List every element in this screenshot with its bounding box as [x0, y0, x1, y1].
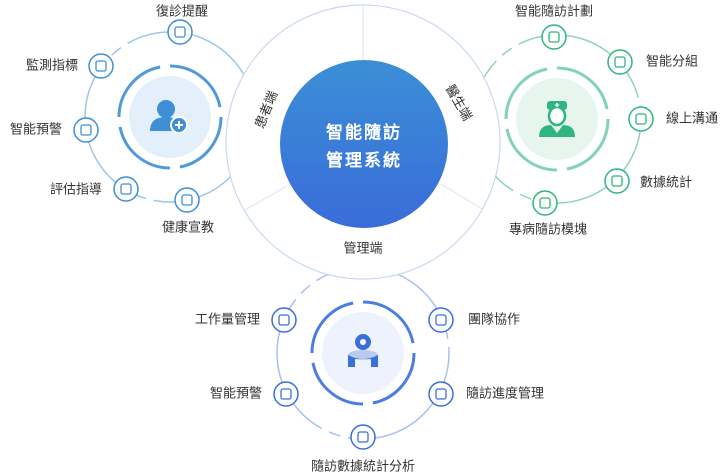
node-circle: [73, 117, 99, 143]
node-label: 健康宣教: [162, 220, 214, 236]
calendar-icon: [548, 31, 560, 43]
node-label: 復診提醒: [156, 4, 208, 20]
doctor-node[interactable]: 專病隨訪模塊: [509, 190, 587, 238]
node-label: 評估指導: [50, 183, 102, 198]
alert-circle-icon: [280, 388, 292, 400]
node-circle: [174, 187, 200, 213]
doctor-node[interactable]: 數據統計: [604, 168, 692, 194]
node-label: 隨訪進度管理: [466, 386, 544, 402]
doctor-node[interactable]: 智能分組: [607, 49, 698, 75]
center-title-line1: 智能隨訪: [326, 122, 402, 143]
edit-icon: [181, 194, 193, 206]
node-label: 專病隨訪模塊: [509, 222, 587, 238]
node-label: 隨訪數據統計分析: [311, 459, 415, 475]
patient-node[interactable]: 復診提醒: [156, 4, 208, 45]
center-circle: [280, 60, 448, 228]
shield-icon: [120, 183, 132, 195]
patient-node[interactable]: 評估指導: [50, 176, 139, 202]
node-label: 智能隨訪計劃: [515, 4, 593, 20]
node-circle: [628, 106, 654, 132]
doctor-node[interactable]: 智能隨訪計劃: [515, 4, 593, 50]
node-circle: [350, 424, 376, 450]
layers-icon: [614, 56, 626, 68]
admin-node[interactable]: 智能預警: [210, 381, 299, 407]
divider: [440, 183, 483, 210]
node-circle: [604, 168, 630, 194]
node-label: 線上溝通: [666, 111, 718, 127]
node-circle: [113, 176, 139, 202]
clipboard-icon: [539, 197, 551, 209]
bell-icon: [174, 26, 186, 38]
node-label: 監測指標: [26, 58, 78, 74]
inner-dashed-ring: [117, 64, 223, 170]
chat-icon: [635, 113, 647, 125]
node-circle: [607, 49, 633, 75]
divider: [244, 185, 288, 211]
doctor-node[interactable]: 線上溝通: [628, 106, 718, 132]
pie-chart-icon: [611, 175, 623, 187]
node-circle: [88, 53, 114, 79]
node-circle: [532, 190, 558, 216]
node-circle: [541, 24, 567, 50]
node-label: 智能預警: [210, 386, 262, 402]
node-circle: [428, 307, 454, 333]
node-circle: [167, 19, 193, 45]
node-label: 團隊協作: [468, 312, 520, 328]
center-title-line2: 管理系統: [326, 150, 402, 171]
patient-plus-icon: [150, 100, 188, 134]
gear-database-icon: [348, 334, 378, 367]
list-icon: [278, 314, 290, 326]
doctor-icon: [539, 101, 575, 137]
admin-node[interactable]: 團隊協作: [428, 307, 520, 333]
patient-node[interactable]: 智能預警: [10, 117, 99, 143]
team-icon: [435, 314, 447, 326]
node-circle: [428, 381, 454, 407]
patient-node[interactable]: 監測指標: [26, 53, 114, 79]
inner-dashed-ring: [504, 66, 610, 172]
node-label: 智能預警: [10, 122, 62, 138]
monitor-chart-icon: [95, 60, 107, 72]
dashboard-icon: [357, 431, 369, 443]
admin-node[interactable]: 隨訪進度管理: [428, 381, 544, 407]
warning-triangle-icon: [80, 124, 92, 136]
sliders-icon: [435, 388, 447, 400]
node-circle: [271, 307, 297, 333]
admin-node[interactable]: 工作量管理: [195, 307, 297, 333]
central-system: 智能隨訪 管理系統 患者端 醫生端 管理端: [225, 4, 501, 280]
node-circle: [273, 381, 299, 407]
node-label: 數據統計: [640, 175, 692, 191]
inner-dashed-ring: [310, 300, 416, 406]
node-label: 工作量管理: [195, 313, 260, 328]
admin-node[interactable]: 隨訪數據統計分析: [311, 424, 415, 475]
node-label: 智能分組: [646, 55, 698, 70]
patient-node[interactable]: 健康宣教: [162, 187, 214, 236]
segment-admin[interactable]: 管理端: [343, 242, 382, 257]
